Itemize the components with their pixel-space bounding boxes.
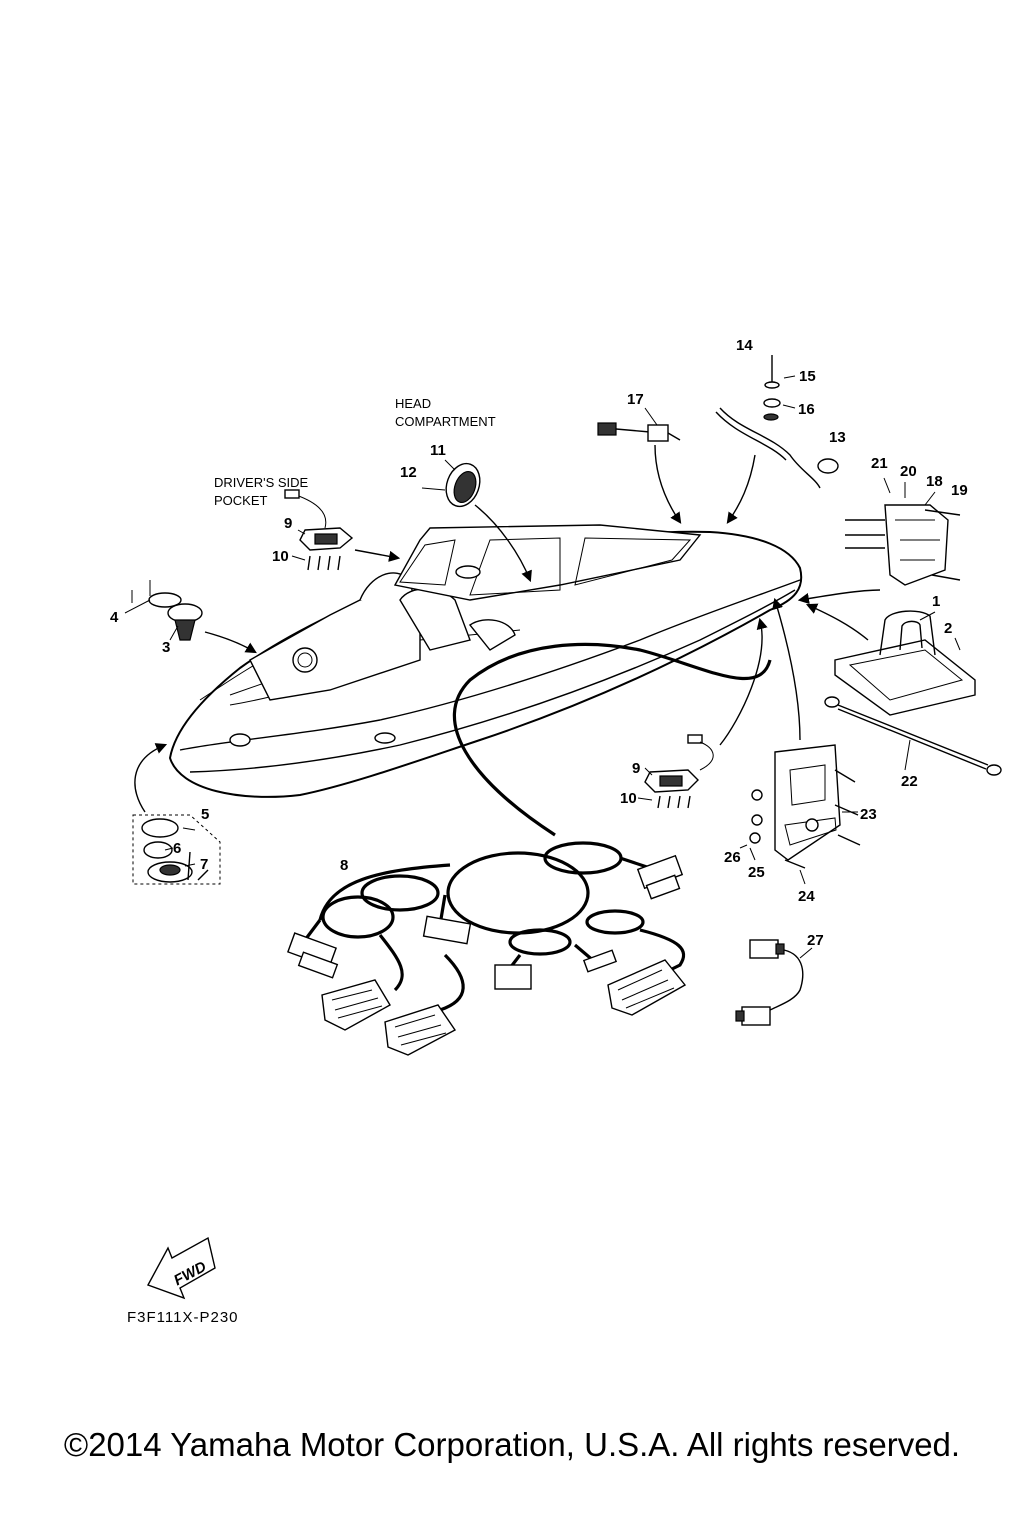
callout-10-lower: 10 (620, 790, 637, 807)
part-11-12-speaker (421, 459, 532, 583)
callout-3: 3 (162, 639, 170, 656)
callout-12: 12 (400, 464, 417, 481)
callout-13: 13 (829, 429, 846, 446)
callout-19: 19 (951, 482, 968, 499)
svg-text:POCKET: POCKET (214, 493, 268, 508)
svg-text:FWD: FWD (171, 1258, 209, 1289)
part-9-10-lower-light (637, 617, 768, 809)
callout-17: 17 (627, 391, 644, 408)
callout-24: 24 (798, 888, 815, 905)
callout-5: 5 (201, 806, 209, 823)
callout-labels: 1 2 3 4 5 6 7 8 9 10 11 12 13 14 15 16 1… (110, 337, 968, 949)
svg-text:COMPARTMENT: COMPARTMENT (395, 414, 496, 429)
callout-9: 9 (284, 515, 292, 532)
windshield (393, 524, 702, 601)
seats (249, 572, 516, 701)
callout-23: 23 (860, 806, 877, 823)
callout-2: 2 (944, 620, 952, 637)
callout-26: 26 (724, 849, 741, 866)
callout-7: 7 (200, 856, 208, 873)
callout-22: 22 (901, 773, 918, 790)
svg-text:HEAD: HEAD (395, 396, 431, 411)
part-3-4-fitting (124, 580, 257, 654)
callout-25: 25 (748, 864, 765, 881)
callout-6: 6 (173, 840, 181, 857)
figure-code: F3F111X-P230 (127, 1309, 239, 1326)
head-compartment-note: HEAD COMPARTMENT (395, 396, 496, 429)
part-23-26-control-unit (739, 597, 861, 885)
part-5-7-bow-light (132, 743, 221, 885)
callout-9-lower: 9 (632, 760, 640, 777)
callout-10: 10 (272, 548, 289, 565)
part-9-10-upper-light (284, 489, 401, 571)
part-18-21-relay-box (797, 477, 961, 605)
part-13-16-cable (715, 355, 839, 524)
copyright-notice: ©2014 Yamaha Motor Corporation, U.S.A. A… (63, 1426, 961, 1463)
callout-8: 8 (340, 857, 348, 874)
callout-11: 11 (430, 442, 446, 459)
part-17-sensor (597, 407, 682, 524)
callout-1: 1 (932, 593, 940, 610)
callout-15: 15 (799, 368, 816, 385)
drivers-side-pocket-note: DRIVER'S SIDE POCKET (214, 475, 309, 508)
part-8-wire-harness (287, 642, 772, 1056)
callout-16: 16 (798, 401, 815, 418)
callout-18: 18 (926, 473, 943, 490)
part-1-2-battery-tray (805, 603, 976, 716)
fwd-direction-arrow: FWD (146, 1236, 216, 1300)
callout-27: 27 (807, 932, 824, 949)
callout-4: 4 (110, 609, 119, 626)
svg-text:DRIVER'S SIDE: DRIVER'S SIDE (214, 475, 309, 490)
callout-21: 21 (871, 455, 888, 472)
part-27-sub-harness (735, 939, 813, 1026)
part-22-cable (824, 696, 1002, 776)
callout-20: 20 (900, 463, 917, 480)
callout-14: 14 (736, 337, 753, 354)
